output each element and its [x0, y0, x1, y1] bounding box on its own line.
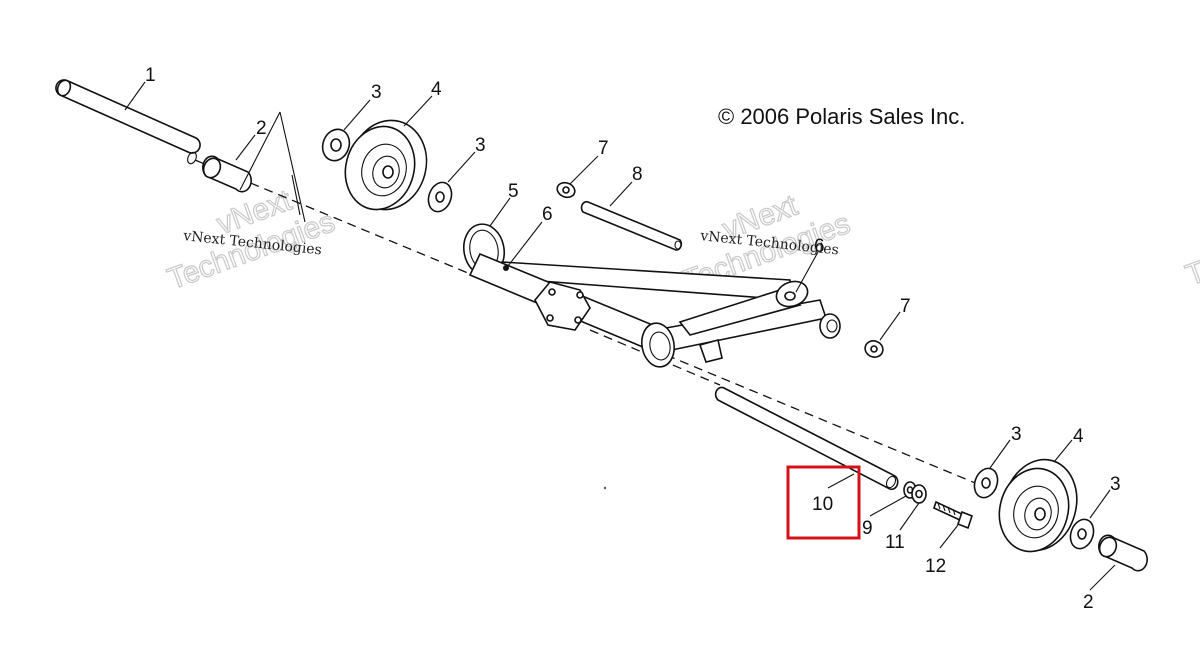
- stray-dot: [603, 486, 607, 490]
- callout-10: 10: [812, 494, 833, 515]
- washer-part-3-a: [321, 128, 351, 162]
- shaft-part-10: [714, 386, 899, 491]
- highlight-box-callout-10: [786, 465, 861, 540]
- bolt-part-12: [933, 500, 973, 530]
- spacer-part-2-lower: [1098, 534, 1148, 572]
- axis-line-lower: [589, 329, 721, 386]
- spacer-part-2-upper: [202, 155, 252, 193]
- callout-3-c: 3: [1011, 424, 1022, 445]
- copyright-text: © 2006 Polaris Sales Inc.: [718, 104, 965, 129]
- callout-2-top: 2: [256, 118, 267, 139]
- callout-12: 12: [925, 556, 946, 577]
- callout-9: 9: [862, 518, 873, 539]
- callout-11: 11: [885, 532, 905, 553]
- callout-4-top: 4: [431, 79, 442, 100]
- wheel-part-4-upper: [344, 119, 428, 211]
- washer-part-11: [911, 484, 927, 504]
- callout-7-b: 7: [900, 296, 911, 317]
- callout-7-a: 7: [598, 138, 609, 159]
- callout-1: 1: [145, 65, 156, 86]
- callout-6-a: 6: [542, 204, 553, 225]
- washer-part-3-b: [427, 181, 453, 213]
- callout-3-d: 3: [1110, 474, 1121, 495]
- leader-lines: [124, 81, 1116, 591]
- pivot-part-6-left: [503, 265, 509, 271]
- rod-part-1: [55, 79, 201, 165]
- watermark-edge: Technologies: [1181, 201, 1200, 293]
- rod-part-8: [580, 200, 683, 251]
- callout-5: 5: [508, 181, 519, 202]
- washer-part-3-d: [1069, 518, 1095, 550]
- callout-2-bottom: 2: [1083, 592, 1094, 613]
- callout-4-bottom: 4: [1073, 426, 1084, 447]
- svg-text:Technologies: Technologies: [1182, 201, 1200, 292]
- washer-part-3-c: [973, 467, 999, 499]
- wheel-part-4-lower: [998, 458, 1078, 553]
- callout-8: 8: [632, 164, 643, 185]
- washer-part-7-top: [556, 181, 576, 199]
- washer-part-7-right: [864, 340, 884, 358]
- bracket-lines: [239, 111, 306, 223]
- callout-3-a: 3: [371, 82, 382, 103]
- swing-arm-part-5: [462, 223, 841, 368]
- callout-3-b: 3: [475, 135, 486, 156]
- callout-6-b: 6: [814, 236, 825, 257]
